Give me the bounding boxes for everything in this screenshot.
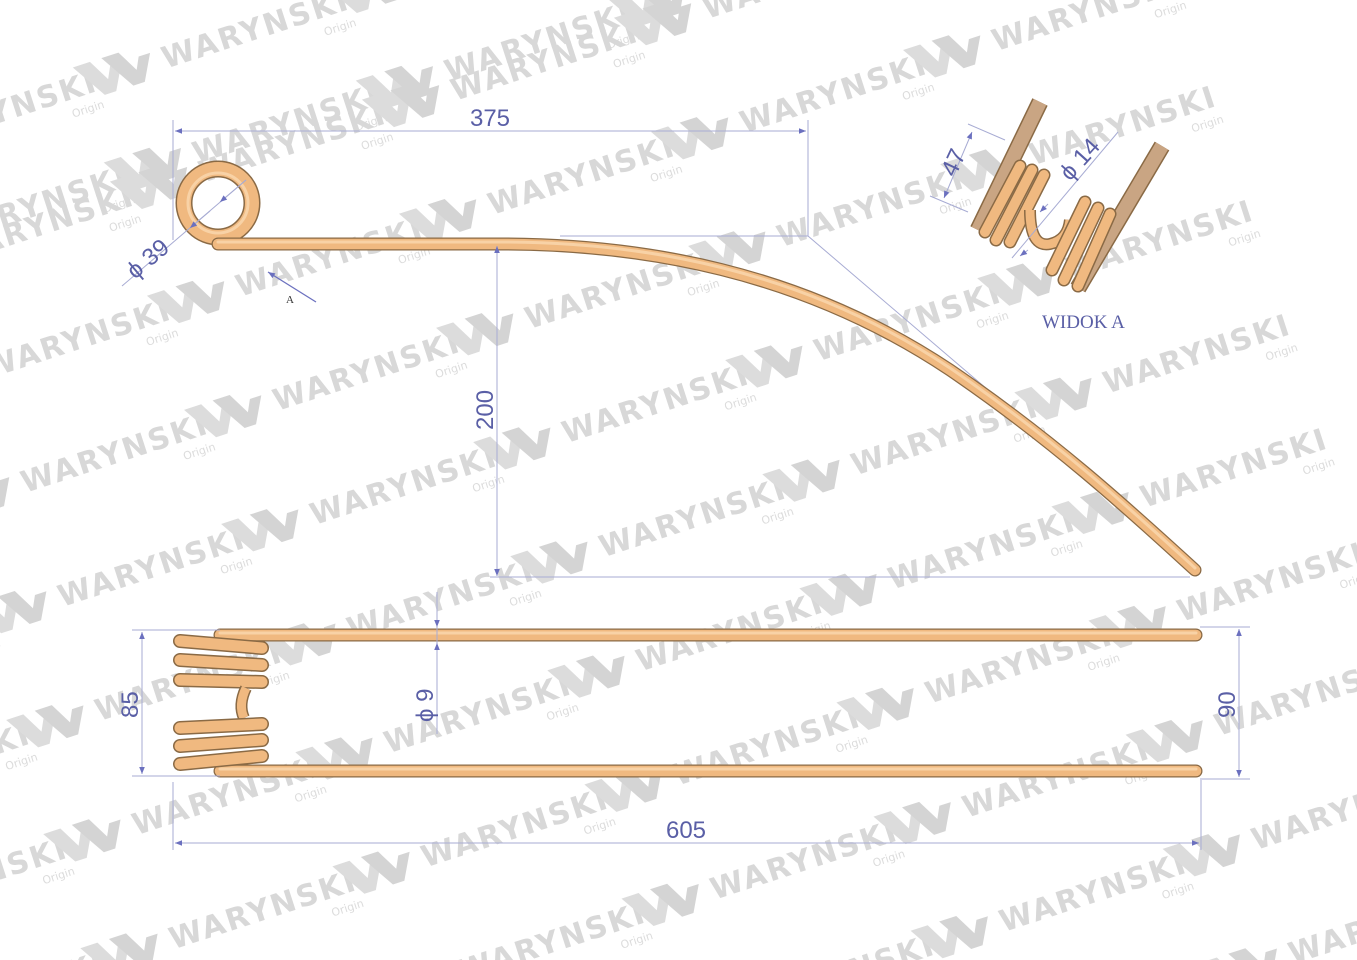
- dim-height-200: 200: [472, 390, 499, 430]
- top-view: 85 ϕ 9 90 605: [117, 592, 1250, 850]
- coil-lower: [173, 717, 269, 771]
- dim-tine-spacing: 90: [1214, 691, 1241, 718]
- coil-upper: [173, 634, 269, 689]
- detail-view-a: 47 ϕ 14 WIDOK A: [929, 98, 1170, 333]
- dim-wire-diameter: ϕ 9: [412, 689, 439, 722]
- dim-total-length: 605: [666, 817, 706, 844]
- dim-coil-span: 85: [117, 691, 144, 718]
- dim-length-375: 375: [470, 105, 510, 132]
- dim-eye-diameter: ϕ 39: [122, 234, 175, 285]
- view-label: WIDOK A: [1042, 312, 1125, 333]
- view-arrow-label: A: [286, 294, 294, 306]
- side-view: 375 ϕ 39 A 200: [122, 105, 1202, 578]
- view-a-arrow: [267, 271, 317, 303]
